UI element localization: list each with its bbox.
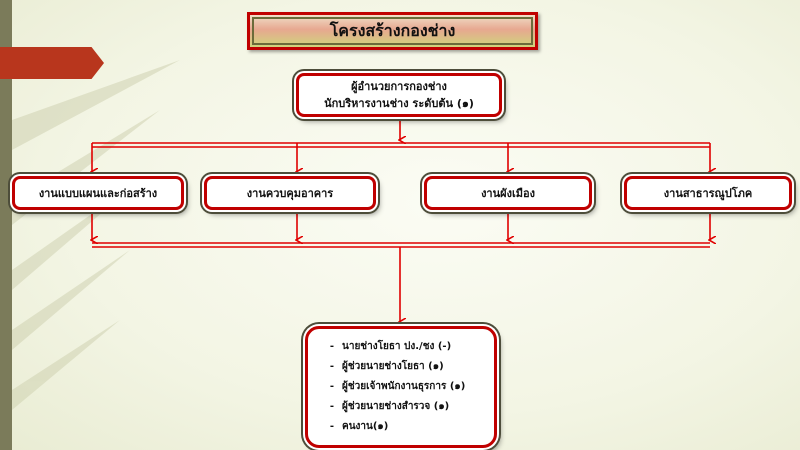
- staff-item: - คนงาน(๑): [322, 417, 388, 437]
- head-box: ผู้อำนวยการกองช่าง นักบริหารงานช่าง ระดั…: [296, 73, 502, 117]
- department-box: งานสาธารณูปโภค: [624, 176, 792, 210]
- bullet: -: [329, 401, 335, 412]
- staff-item: - นายช่างโยธา ปง./ชง (-): [322, 337, 451, 357]
- accent-arrow-tab: [0, 47, 104, 79]
- head-title: ผู้อำนวยการกองช่าง: [351, 80, 447, 93]
- staff-item-text: ผู้ช่วยเจ้าพนักงานธุรการ (๑): [342, 381, 466, 392]
- department-box: งานแบบแผนและก่อสร้าง: [12, 176, 184, 210]
- staff-item: - ผู้ช่วยนายช่างสำรวจ (๑): [322, 397, 449, 417]
- bullet: -: [329, 421, 335, 432]
- department-box: งานควบคุมอาคาร: [204, 176, 376, 210]
- staff-item-text: คนงาน(๑): [342, 421, 389, 432]
- bullet: -: [329, 361, 335, 372]
- left-decor-bar: [0, 0, 12, 450]
- department-box: งานผังเมือง: [424, 176, 592, 210]
- staff-item: - ผู้ช่วยนายช่างโยธา (๑): [322, 357, 444, 377]
- staff-box: - นายช่างโยธา ปง./ชง (-) - ผู้ช่วยนายช่า…: [305, 326, 497, 448]
- bullet: -: [329, 381, 335, 392]
- staff-item-text: นายช่างโยธา ปง./ชง (-): [342, 341, 452, 352]
- staff-item-text: ผู้ช่วยนายช่างสำรวจ (๑): [342, 401, 450, 412]
- head-subtitle: นักบริหารงานช่าง ระดับต้น (๑): [324, 97, 474, 110]
- staff-item: - ผู้ช่วยเจ้าพนักงานธุรการ (๑): [322, 377, 465, 397]
- page-title: โครงสร้างกองช่าง: [247, 12, 538, 50]
- staff-item-text: ผู้ช่วยนายช่างโยธา (๑): [342, 361, 444, 372]
- bullet: -: [329, 341, 335, 352]
